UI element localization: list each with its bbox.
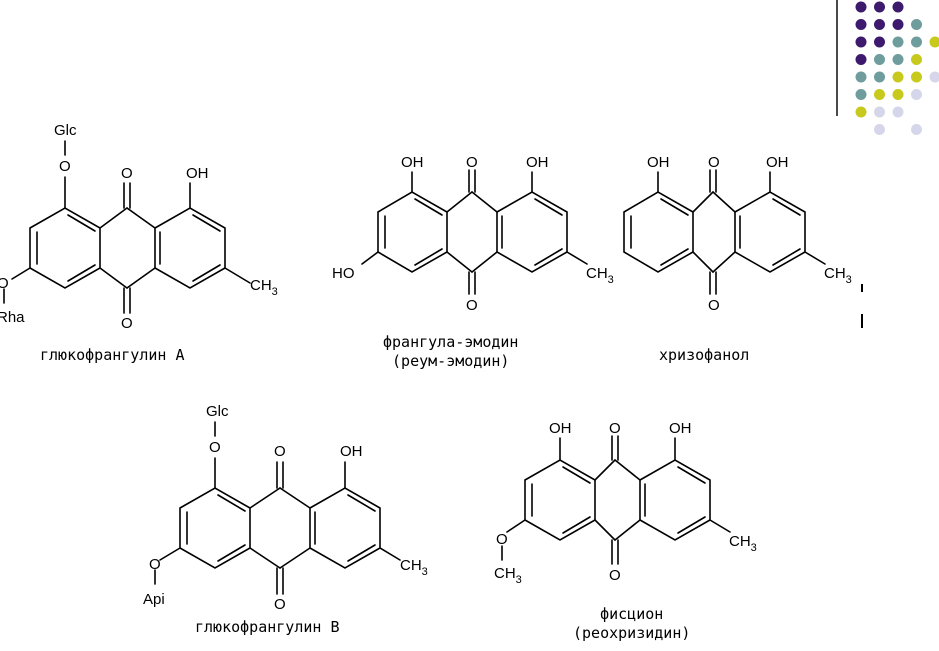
oxygen-label: O: [59, 158, 71, 175]
carbonyl-oxygen-label: O: [274, 443, 286, 460]
decorative-dot: [892, 36, 904, 48]
decorative-dot: [911, 54, 922, 65]
decorative-vertical-line: [836, 0, 838, 116]
decorative-dot: [874, 89, 885, 100]
hydroxyl-label: OH: [766, 154, 789, 171]
caption-glucofrangulin-a: глюкофрангулин А: [40, 346, 185, 364]
molecule-physcion: OH O OH CH3 O CH3 O: [494, 420, 757, 586]
decorative-dot: [911, 124, 922, 135]
rha-label: Rha: [0, 309, 25, 326]
decorative-dot: [874, 1, 885, 13]
decorative-dot: [855, 106, 867, 118]
carbonyl-oxygen-label: O: [609, 567, 621, 584]
hydroxyl-label: OH: [340, 443, 363, 460]
hydroxyl-label: OH: [669, 420, 692, 437]
methyl-label: CH3: [250, 277, 278, 298]
decorative-dot: [855, 89, 867, 100]
decorative-dot: [892, 106, 904, 118]
decorative-dot: [892, 71, 904, 83]
methyl-label: CH3: [729, 533, 757, 554]
oxygen-label: O: [496, 531, 508, 548]
decorative-dot: [855, 19, 867, 30]
decorative-dot: [855, 36, 867, 48]
glc-label: Glc: [54, 122, 77, 139]
caption-frangula-emodin: франгула-эмодин (реум-эмодин): [383, 333, 518, 371]
carbonyl-oxygen-label: O: [466, 154, 478, 171]
decorative-dot: [911, 89, 922, 100]
decorative-dot: [892, 19, 904, 30]
decorative-dot: [929, 71, 939, 83]
glc-label: Glc: [206, 403, 229, 420]
methyl-label: CH3: [586, 265, 614, 286]
molecule-glucofrangulin-b: Glc O O OH CH3 O Api O: [143, 403, 428, 613]
decorative-dot: [874, 36, 885, 48]
decorative-dot: [855, 54, 867, 65]
decorative-dot: [874, 54, 885, 65]
decorative-dot: [892, 1, 904, 13]
caption-line: франгула-эмодин: [383, 333, 519, 351]
methyl-label: CH3: [824, 265, 852, 286]
caption-line: (реум-эмодин): [392, 352, 510, 370]
decorative-dot: [874, 71, 885, 83]
carbonyl-oxygen-label: O: [708, 297, 720, 314]
hydroxyl-label: OH: [549, 420, 572, 437]
hydroxyl-label: HO: [332, 265, 355, 282]
carbonyl-oxygen-label: O: [609, 420, 621, 437]
oxygen-label: O: [0, 275, 9, 292]
clipped-text-fragment: [861, 284, 863, 292]
caption-line: (реохризидин): [573, 624, 691, 642]
carbonyl-oxygen-label: O: [466, 297, 478, 314]
decorative-dot-grid: [855, 1, 939, 135]
carbonyl-oxygen-label: O: [121, 315, 133, 332]
decorative-dot: [911, 36, 922, 48]
clipped-text-fragment: [861, 314, 863, 328]
molecule-frangula-emodin: OH O OH HO CH3 O: [332, 154, 614, 314]
decorative-dot: [911, 19, 922, 30]
decorative-dot: [855, 1, 867, 13]
decorative-dot: [874, 19, 885, 30]
methoxy-methyl-label: CH3: [494, 565, 522, 586]
decorative-dot: [892, 54, 904, 65]
decorative-dot: [874, 106, 885, 118]
decorative-dot: [855, 71, 867, 83]
caption-physcion: фисцион (реохризидин): [573, 605, 690, 643]
decorative-dot: [929, 36, 939, 48]
carbonyl-oxygen-label: O: [274, 596, 286, 613]
oxygen-label: O: [149, 556, 161, 573]
caption-chrysophanol: хризофанол: [659, 346, 750, 364]
hydroxyl-label: OH: [186, 165, 209, 182]
oxygen-label: O: [209, 439, 221, 456]
decorative-dot: [892, 89, 904, 100]
hydroxyl-label: OH: [647, 154, 670, 171]
carbonyl-oxygen-label: O: [121, 165, 133, 182]
methyl-label: CH3: [400, 557, 428, 578]
hydroxyl-label: OH: [526, 154, 549, 171]
decorative-dot: [874, 124, 885, 135]
caption-glucofrangulin-b: глюкофрангулин В: [195, 618, 340, 636]
molecule-glucofrangulin-a: Glc O O OH CH3 O Rha O: [0, 122, 278, 332]
decorative-dot: [911, 71, 922, 83]
carbonyl-oxygen-label: O: [708, 154, 720, 171]
api-label: Api: [143, 591, 165, 608]
molecule-chrysophanol: OH O OH CH3 O: [623, 154, 852, 314]
caption-line: фисцион: [600, 605, 664, 623]
hydroxyl-label: OH: [401, 154, 424, 171]
